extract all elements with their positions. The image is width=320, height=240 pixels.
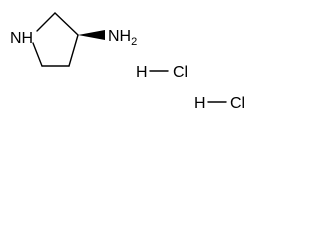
stereo-wedge-bond [78,30,105,40]
hcl-2-cl-label: Cl [230,95,245,112]
structure-canvas: NH NH2 H Cl H Cl [0,0,249,113]
molecule-diagram: NH NH2 H Cl H Cl [10,12,245,112]
hcl-1-cl-label: Cl [173,64,188,81]
ring-bond-c5-n [32,42,43,67]
ring-bond-n-c2 [36,12,56,32]
hcl-2-h-label: H [194,95,206,112]
ring-bond-c3-c4 [68,34,79,67]
amine-label: NH2 [108,28,137,48]
hcl-1-h-label: H [136,64,148,81]
ring-bond-c2-c3 [54,12,79,36]
ring-nitrogen-label: NH [10,30,33,47]
